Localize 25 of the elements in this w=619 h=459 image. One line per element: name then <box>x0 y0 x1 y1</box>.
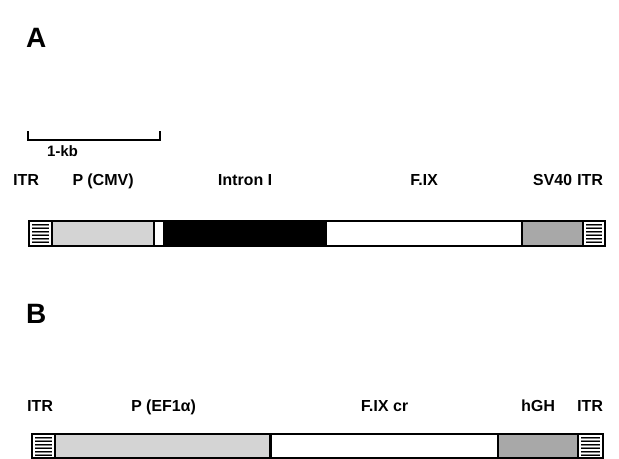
segment-label: P (EF1α) <box>131 398 196 416</box>
segment-label: F.IX cr <box>360 398 408 416</box>
hatched-segment <box>31 433 56 459</box>
segment-label: ITR <box>577 172 603 190</box>
bar-segment <box>270 433 499 459</box>
segment-label: ITR <box>13 172 39 190</box>
scale-label: 1-kb <box>47 143 78 160</box>
panel-letter: B <box>26 298 46 330</box>
hatched-segment <box>577 433 604 459</box>
bar-segment <box>51 220 155 247</box>
bar-segment <box>54 433 273 459</box>
segment-label: F.IX <box>410 172 438 190</box>
hatched-segment <box>582 220 606 247</box>
hatched-segment <box>28 220 53 247</box>
segment-label: P (CMV) <box>72 172 134 190</box>
segment-label: hGH <box>521 398 555 416</box>
segment-label: ITR <box>27 398 53 416</box>
segment-label: ITR <box>577 398 603 416</box>
bar-segment <box>521 220 584 247</box>
panel-letter: A <box>26 22 46 54</box>
bar-segment <box>497 433 579 459</box>
bar-segment <box>325 220 523 247</box>
segment-label: Intron I <box>218 172 272 190</box>
segment-label: SV40 <box>532 172 572 190</box>
bar-segment <box>163 220 327 247</box>
